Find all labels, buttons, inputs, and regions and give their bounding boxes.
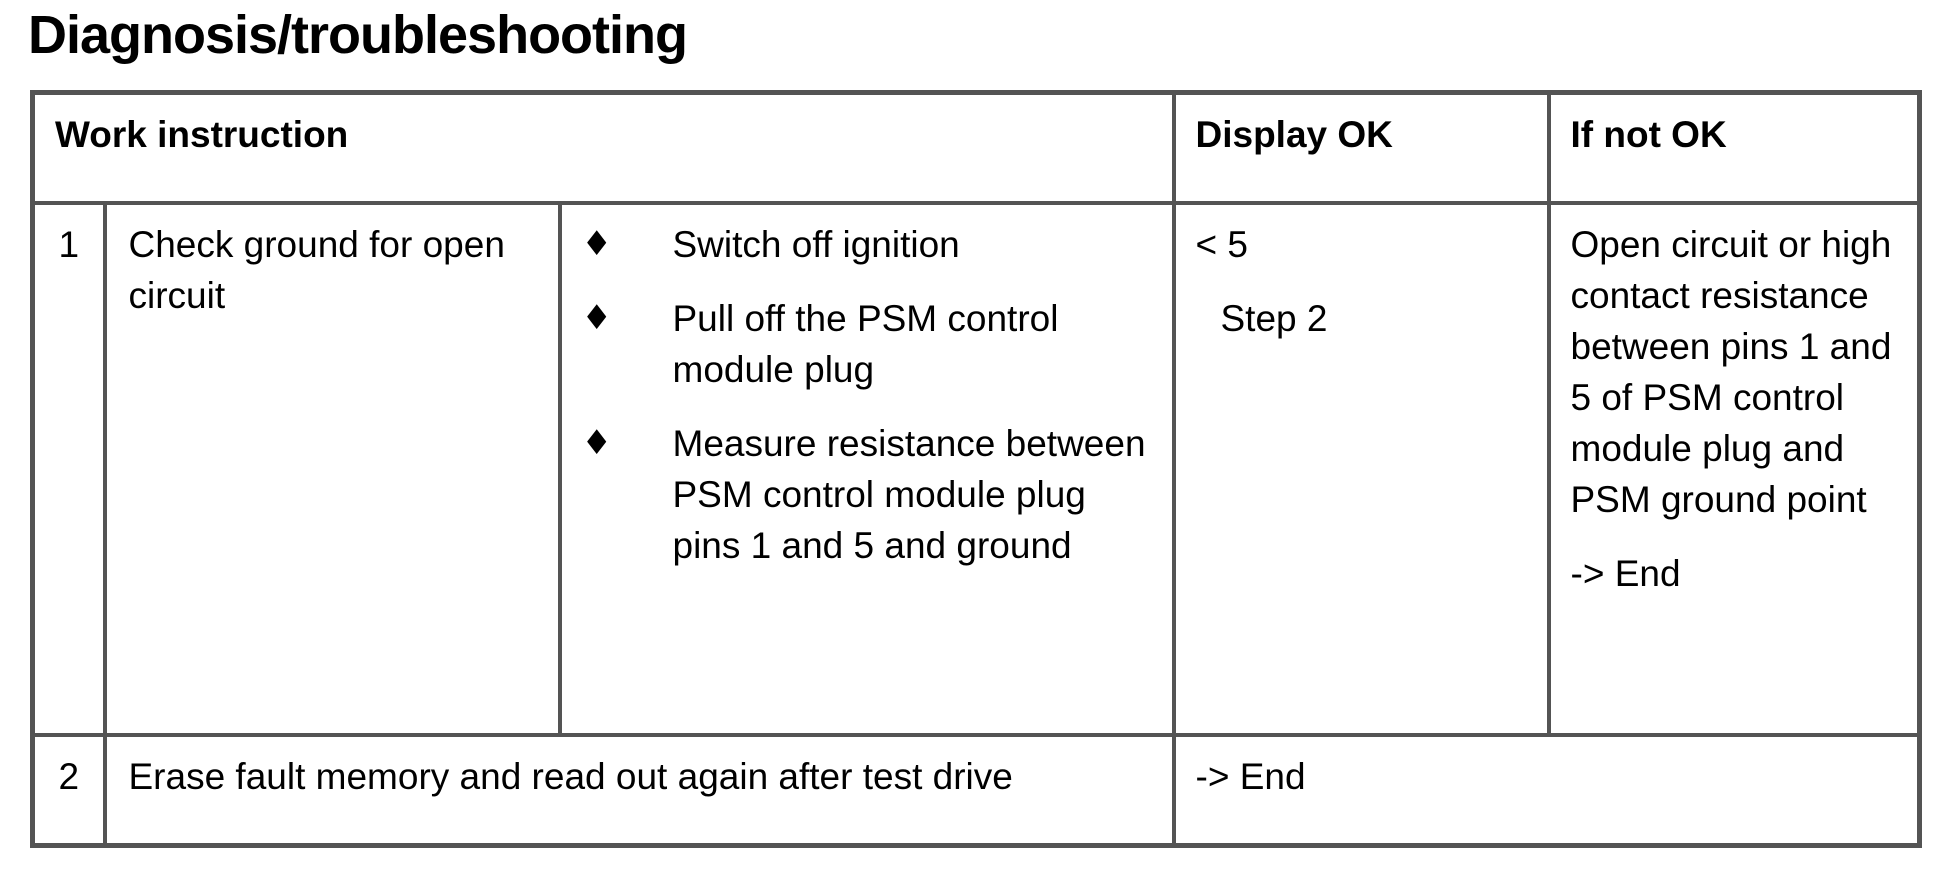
step-item: ♦ Switch off ignition [582,219,1156,270]
task-cell: Check ground for open circuit [102,200,562,737]
table-row: 2 Erase fault memory and read out again … [30,732,1922,848]
table-row: 1 Check ground for open circuit ♦ Switch… [30,200,1922,737]
diagnosis-table: Work instruction Display OK If not OK 1 … [30,90,1922,849]
step-item: ♦ Pull off the PSM control module plug [582,293,1156,395]
header-display-ok: Display OK [1171,90,1551,205]
if-not-ok-cell: Open circuit or high contact resistance … [1546,200,1922,737]
display-ok-cell: < 5 Step 2 [1171,200,1551,737]
header-if-not-ok: If not OK [1546,90,1922,205]
display-ok-value: < 5 [1195,223,1248,265]
diamond-bullet-icon: ♦ [581,297,612,338]
step-text: Pull off the PSM control module plug [672,297,1059,390]
next-step-reference: Step 2 [1220,297,1328,339]
end-action: -> End [1570,552,1681,594]
step-text: Measure resistance between PSM control m… [672,422,1146,566]
fault-description: Open circuit or high contact resistance … [1570,223,1892,520]
diamond-bullet-icon: ♦ [581,223,612,264]
row-number-cell: 2 [30,732,107,848]
manual-page: Diagnosis/troubleshooting Work instructi… [28,5,1922,849]
page-title: Diagnosis/troubleshooting [28,5,688,65]
step-text: Switch off ignition [672,223,960,265]
table-header-row: Work instruction Display OK If not OK [30,90,1922,205]
row-number-cell: 1 [30,200,107,737]
task-cell: Erase fault memory and read out again af… [102,732,1176,848]
result-cell: -> End [1171,732,1922,848]
header-work-instruction: Work instruction [30,90,1176,205]
diamond-bullet-icon: ♦ [581,422,612,463]
step-item: ♦ Measure resistance between PSM control… [582,418,1156,571]
steps-cell: ♦ Switch off ignition ♦ Pull off the PSM… [557,200,1176,737]
